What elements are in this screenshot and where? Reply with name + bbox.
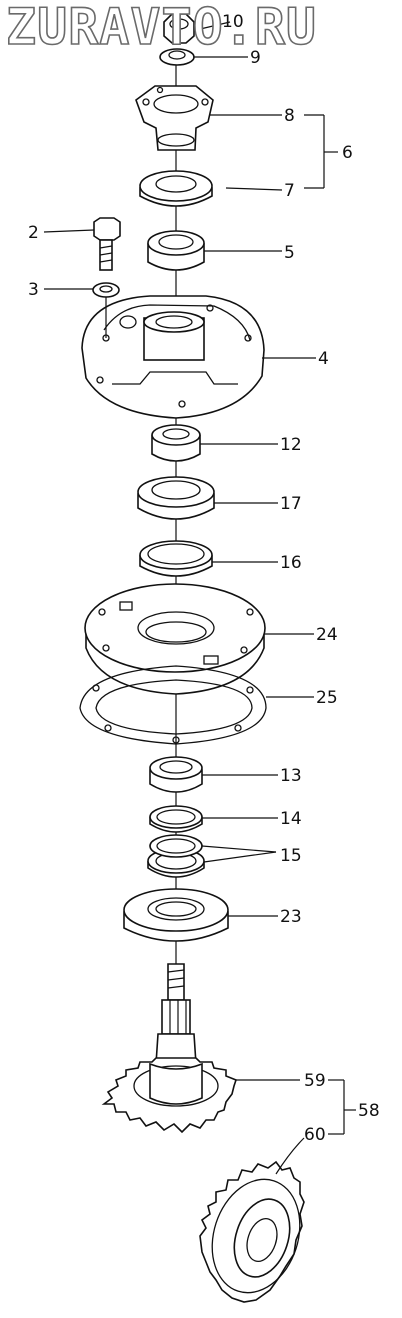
part-7-seal [139,170,213,207]
callout-59: 59 [304,1071,326,1091]
callout-12: 12 [280,435,302,455]
part-5-bearing [147,230,205,271]
callout-8: 8 [284,106,295,126]
callout-24: 24 [316,625,338,645]
part-16-ring [139,540,213,577]
callout-6: 6 [342,143,353,163]
callout-58: 58 [358,1101,380,1121]
callout-9: 9 [250,48,261,68]
part-12-spacer [151,424,201,462]
callout-16: 16 [280,553,302,573]
part-2-bolt [93,217,121,271]
part-4-housing [81,295,265,419]
part-15-shims [147,834,205,878]
callout-4: 4 [318,349,329,369]
callout-3: 3 [28,280,39,300]
callout-7: 7 [284,181,295,201]
part-14-ring [149,805,203,833]
part-59-pinion-gear [101,963,237,1134]
callout-13: 13 [280,766,302,786]
part-8-flange [135,85,214,151]
callout-5: 5 [284,243,295,263]
callout-25: 25 [316,688,338,708]
part-24-cover [84,583,266,695]
callout-15: 15 [280,846,302,866]
part-10-nut [163,13,195,44]
callout-14: 14 [280,809,302,829]
part-13-bearing [149,756,203,793]
part-9-washer [159,48,195,66]
callout-60: 60 [304,1125,326,1145]
part-23-bearing [123,888,229,942]
part-3-lock-washer [92,282,120,298]
callout-10: 10 [222,12,244,32]
callout-2: 2 [28,223,39,243]
part-60-ring-gear [199,1160,305,1303]
part-17-bearing [137,476,215,520]
part-25-gasket [79,665,267,745]
watermark-text: ZURAVTO.RU [5,0,318,56]
leader-lines [43,21,356,1175]
callout-23: 23 [280,907,302,927]
callout-17: 17 [280,494,302,514]
